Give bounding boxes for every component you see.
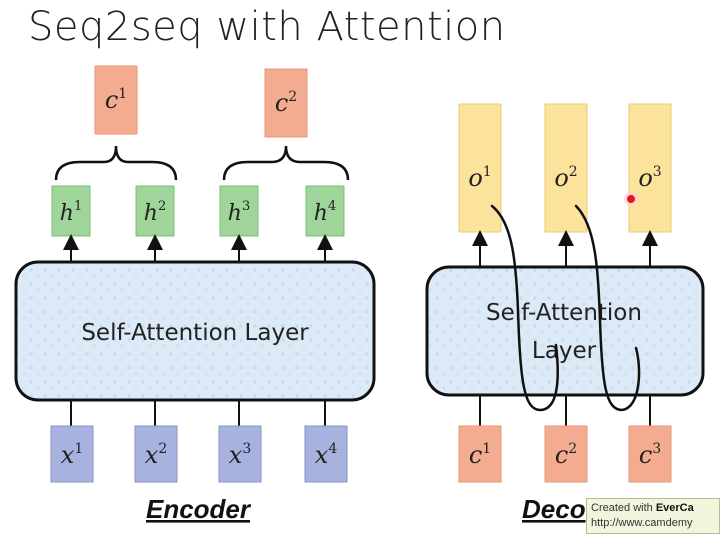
annotation-loop-o2-to-c3 xyxy=(574,204,641,412)
watermark-prefix: Created with xyxy=(591,502,656,514)
decoder-layer-label-line2: Layer xyxy=(532,338,597,364)
hidden-box-h4: h4 xyxy=(305,185,345,237)
svg-text:h4: h4 xyxy=(314,199,336,226)
decoder-self-attention-layer xyxy=(425,265,705,397)
hidden-box-h1: h1 xyxy=(51,185,91,237)
slide-title: Seq2seq with Attention xyxy=(28,4,506,50)
context-box-c2: c2 xyxy=(264,68,308,138)
encoder-layer-label: Self-Attention Layer xyxy=(81,320,309,346)
svg-text:x4: x4 xyxy=(315,441,338,469)
input-box-x2: x2 xyxy=(134,425,178,483)
svg-text:o1: o1 xyxy=(468,164,491,192)
context-box-c1: c1 xyxy=(94,65,138,135)
svg-text:c3: c3 xyxy=(639,441,661,469)
svg-text:o3: o3 xyxy=(638,164,661,192)
hidden-box-h3: h3 xyxy=(219,185,259,237)
decoder-input-box-c3: c3 xyxy=(628,425,672,483)
svg-text:x1: x1 xyxy=(61,441,83,469)
encoder: c1 c2 h1 h2 h3 h4 xyxy=(14,65,376,524)
output-box-o3: o3 xyxy=(628,103,672,233)
brace-right xyxy=(222,145,350,181)
svg-text:c1: c1 xyxy=(469,441,491,469)
input-box-x3: x3 xyxy=(218,425,262,483)
watermark-url: http://www.camdemy xyxy=(591,517,693,529)
decoder-input-box-c1: c1 xyxy=(458,425,502,483)
brace-left xyxy=(54,145,178,181)
svg-text:h3: h3 xyxy=(228,199,250,226)
output-box-o1: o1 xyxy=(458,103,502,233)
encoder-caption: Encoder xyxy=(146,494,252,524)
decoder-layer-label-line1: Self-Attention xyxy=(486,300,642,326)
decoder-input-box-c2: c2 xyxy=(544,425,588,483)
annotation-loop-o1-to-c2 xyxy=(490,204,559,412)
encoder-self-attention-layer xyxy=(14,260,376,402)
svg-text:o2: o2 xyxy=(554,164,577,192)
svg-text:h2: h2 xyxy=(144,199,166,226)
laser-pointer-dot xyxy=(624,192,638,206)
input-box-x1: x1 xyxy=(50,425,94,483)
input-box-x4: x4 xyxy=(304,425,348,483)
svg-text:h1: h1 xyxy=(60,199,82,226)
svg-text:c2: c2 xyxy=(275,89,297,117)
svg-text:c1: c1 xyxy=(105,86,127,114)
hidden-box-h2: h2 xyxy=(135,185,175,237)
svg-text:x2: x2 xyxy=(145,441,167,469)
decoder: o1 o2 o3 Self-Attention Layer c1 c2 xyxy=(425,103,705,524)
svg-text:x3: x3 xyxy=(229,441,251,469)
svg-text:c2: c2 xyxy=(555,441,577,469)
watermark-brand: EverCa xyxy=(655,502,694,514)
decoder-caption: Deco xyxy=(522,494,586,524)
watermark-banner[interactable]: Created with EverCa http://www.camdemy xyxy=(586,498,720,534)
